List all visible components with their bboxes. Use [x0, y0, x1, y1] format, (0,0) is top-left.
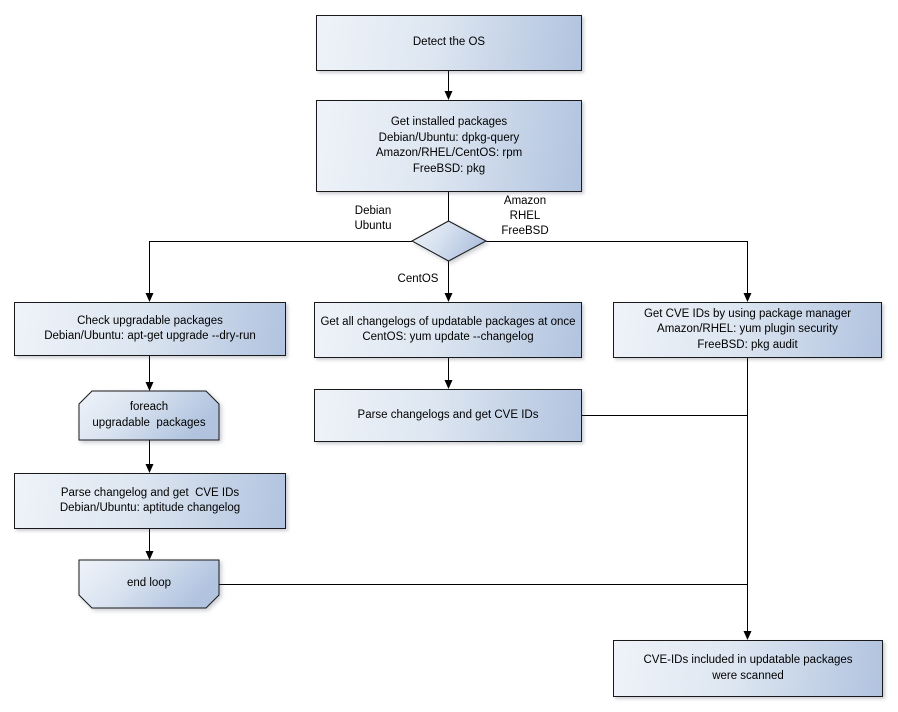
branch-label-amazon-rhel-freebsd: Amazon RHEL FreeBSD [501, 195, 549, 237]
node-parse-changelog-debian: Parse changelog and get CVE IDs Debian/U… [14, 473, 286, 529]
node-result-scanned-label: CVE-IDs included in updatable packages w… [643, 654, 853, 682]
branch-label-centos: CentOS [397, 273, 439, 285]
node-foreach-loop-start-label: foreach upgradable packages [92, 401, 206, 429]
node-check-upgradable: Check upgradable packages Debian/Ubuntu:… [14, 302, 286, 356]
edge-decision-to-get-cve [486, 241, 748, 293]
arrowhead [145, 551, 154, 560]
node-parse-changelogs-centos-label: Parse changelogs and get CVE IDs [357, 408, 539, 421]
node-get-all-changelogs: Get all changelogs of updatable packages… [314, 302, 582, 358]
node-parse-changelogs-centos: Parse changelogs and get CVE IDs [314, 389, 582, 442]
node-result-scanned: CVE-IDs included in updatable packages w… [613, 640, 883, 697]
node-end-loop: end loop [79, 560, 219, 608]
node-detect-os: Detect the OS [316, 15, 582, 71]
arrowhead [145, 382, 154, 391]
node-get-installed-packages-label: Get installed packages Debian/Ubuntu: dp… [375, 116, 523, 175]
node-parse-changelog-debian-label: Parse changelog and get CVE IDs Debian/U… [59, 486, 241, 515]
node-end-loop-label: end loop [126, 577, 172, 590]
arrowhead [444, 380, 453, 389]
arrowhead [444, 293, 453, 302]
arrowhead [444, 91, 453, 100]
arrowhead [145, 464, 154, 473]
arrowhead [743, 631, 752, 640]
node-get-cve-ids-pkg-manager-label: Get CVE IDs by using package manager Ama… [643, 307, 852, 351]
node-get-cve-ids-pkg-manager: Get CVE IDs by using package manager Ama… [613, 302, 882, 358]
node-foreach-loop-start: foreach upgradable packages [79, 391, 219, 440]
node-get-installed-packages: Get installed packages Debian/Ubuntu: dp… [316, 100, 582, 192]
arrowhead [145, 293, 154, 302]
end-loop-shape [78, 559, 220, 609]
node-detect-os-label: Detect the OS [412, 36, 486, 49]
node-check-upgradable-label: Check upgradable packages Debian/Ubuntu:… [44, 314, 256, 343]
foreach-loop-shape [78, 390, 220, 441]
arrowhead [743, 293, 752, 302]
edge-decision-to-check-upgradable [149, 241, 412, 293]
os-decision-diamond [410, 220, 488, 262]
branch-label-debian-ubuntu: Debian Ubuntu [354, 205, 392, 232]
node-get-all-changelogs-label: Get all changelogs of updatable packages… [320, 315, 576, 344]
